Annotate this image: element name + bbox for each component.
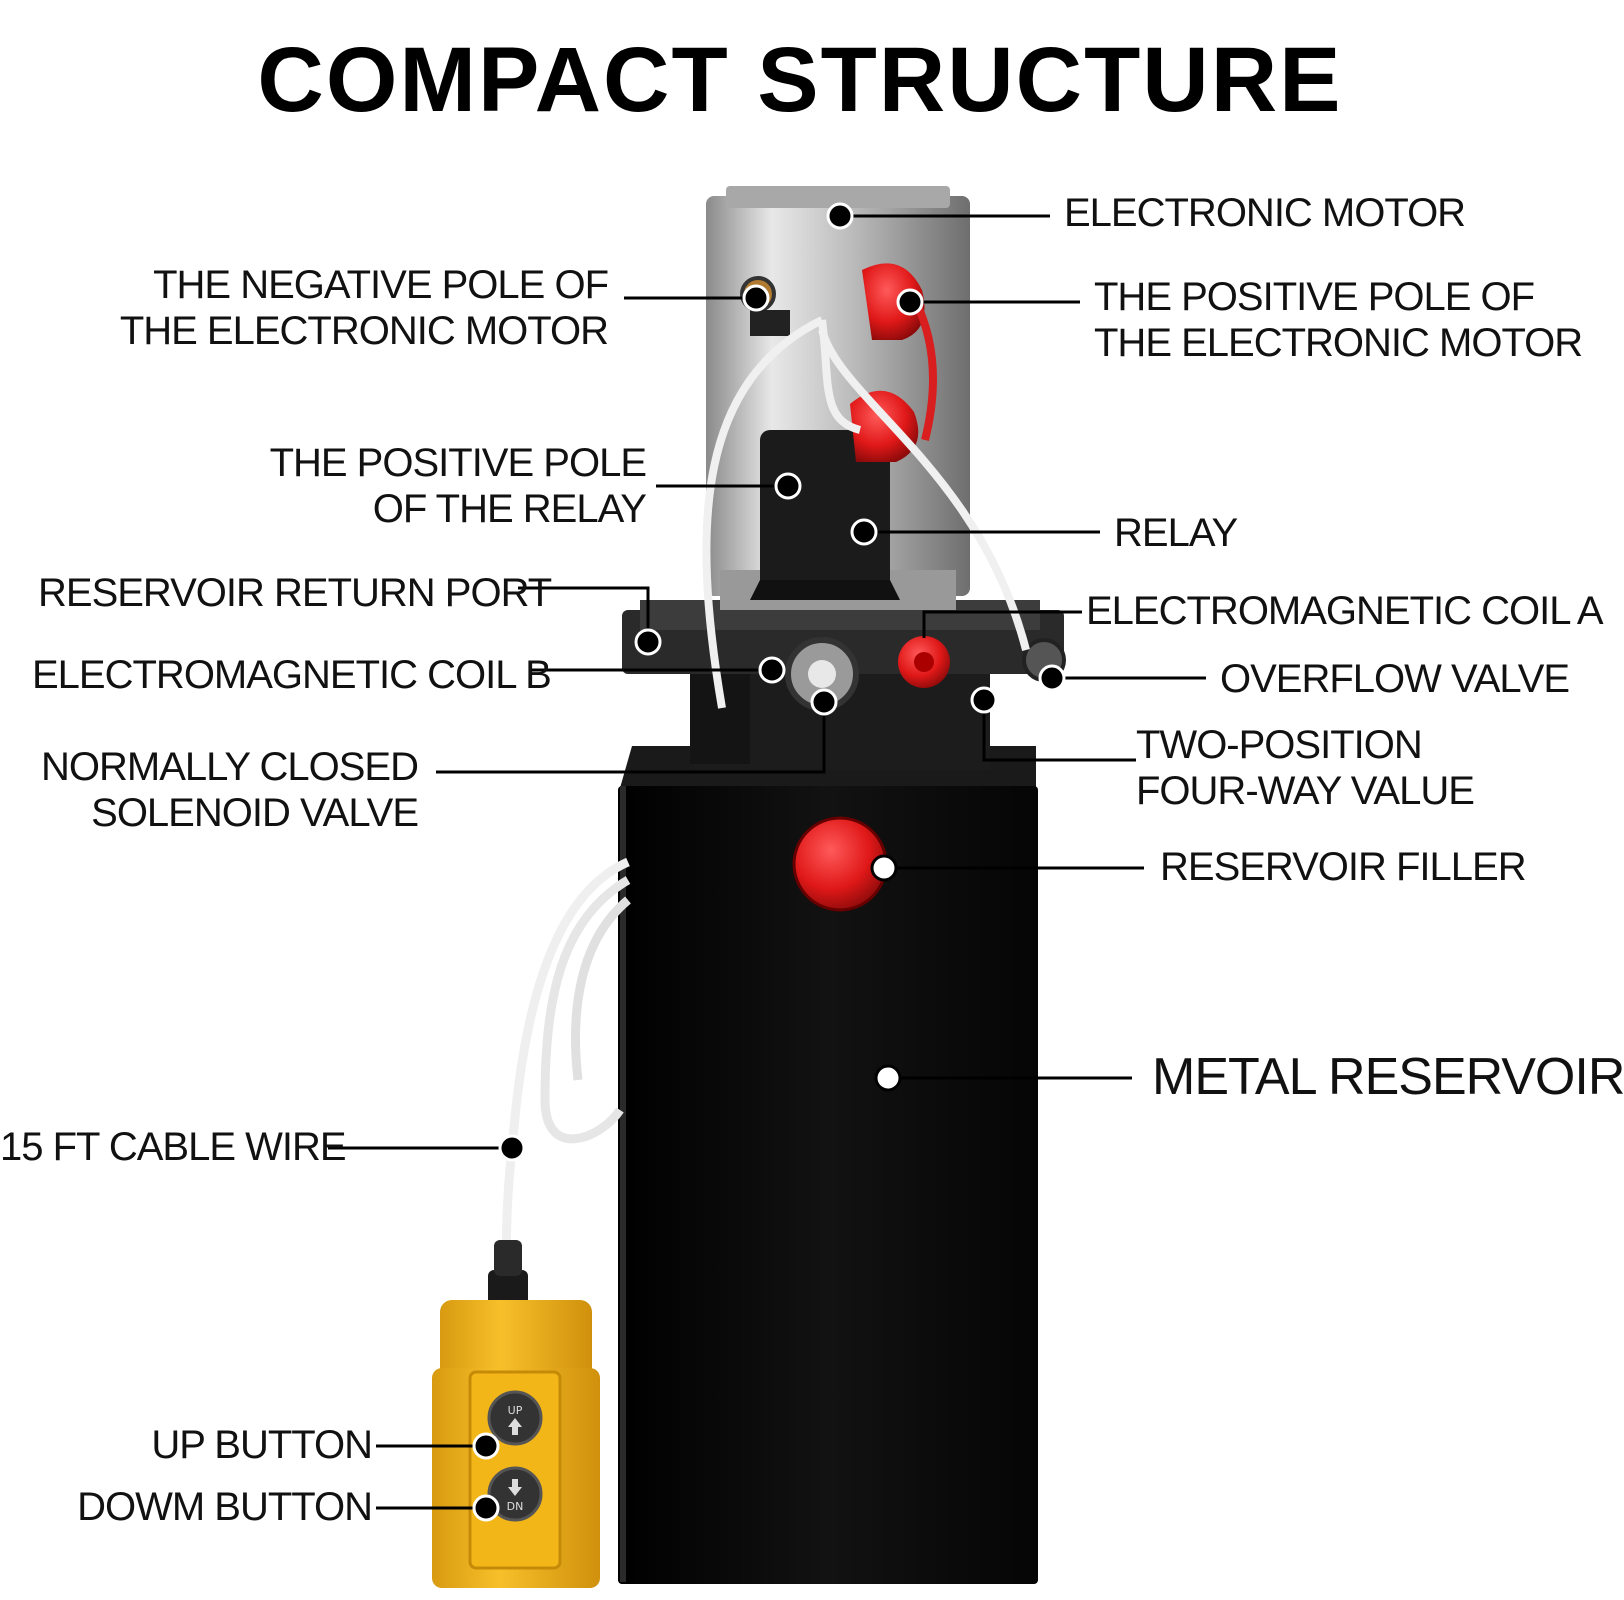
label-reservoir-return-port: RESERVOIR RETURN PORT [38,571,552,615]
label-positive-pole-line2: THE ELECTRONIC MOTOR [1094,321,1583,365]
label-reservoir-filler: RESERVOIR FILLER [1160,845,1527,889]
positive-terminal-caps [850,263,937,462]
up-button-shape: UP [487,1390,543,1446]
label-relay: RELAY [1114,511,1238,555]
label-relay-positive-line1: THE POSITIVE POLE [269,441,647,485]
label-positive-pole-line1: THE POSITIVE POLE OF [1094,275,1535,319]
label-negative-pole-line1: THE NEGATIVE POLE OF [153,263,609,307]
label-up-button: UP BUTTON [151,1423,373,1467]
label-coil-b: ELECTROMAGNETIC COIL B [32,653,552,697]
coil-a-red-knob [898,636,950,688]
remote-up-text: UP [508,1404,523,1417]
label-cable-wire: 15 FT CABLE WIRE [0,1125,347,1169]
label-relay-positive-line2: OF THE RELAY [372,487,647,531]
white-wires [702,316,1030,709]
cable-wire [501,857,631,1291]
label-electronic-motor: ELECTRONIC MOTOR [1064,191,1466,235]
label-negative-pole-line2: THE ELECTRONIC MOTOR [119,309,609,353]
diagram-title: COMPACT STRUCTURE [257,29,1343,131]
label-overflow-valve: OVERFLOW VALVE [1220,657,1570,701]
label-metal-reservoir: METAL RESERVOIR [1152,1048,1624,1106]
label-normally-closed-line2: SOLENOID VALVE [91,791,419,835]
leader-dots [472,202,1066,1522]
valve-block [622,600,1066,770]
leader-lines [328,214,1206,1510]
label-two-position-line1: TWO-POSITION [1136,723,1423,767]
remote-pendant: UP DN [432,1240,600,1588]
down-button-shape: DN [487,1466,543,1522]
remote-dn-text: DN [507,1500,524,1513]
label-coil-a: ELECTROMAGNETIC COIL A [1086,589,1604,633]
label-normally-closed-line1: NORMALLY CLOSED [41,745,419,789]
label-two-position-line2: FOUR-WAY VALUE [1136,769,1475,813]
label-down-button: DOWM BUTTON [77,1485,373,1529]
